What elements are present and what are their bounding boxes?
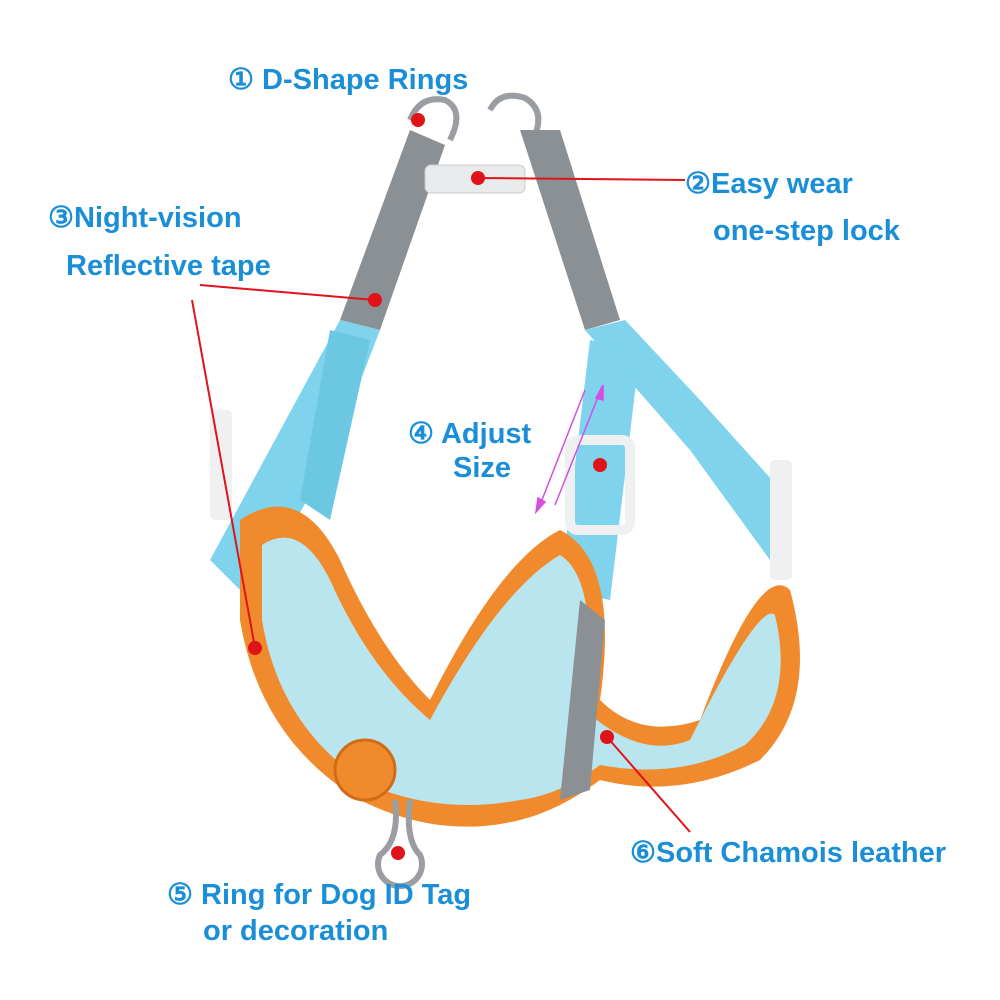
pointer-lines [191,177,691,833]
callout-reflective-line1: ③Night-vision [48,202,242,234]
pointer-dot-reflective [368,293,382,307]
callout-adjust-line2: Size [453,452,512,484]
callout-id-ring-line1: ⑤ Ring for Dog ID Tag [167,879,472,911]
pointer-dot-d-rings [411,113,425,127]
callout-reflective-line2: Reflective tape [66,250,271,282]
callout-adjust-line1: ④ Adjust [408,418,532,450]
d-shape-rings [407,92,542,142]
callout-chamois: ⑥Soft Chamois leather [630,837,947,869]
pointer-dot-reflective-2 [248,641,262,655]
vest-body [240,506,800,890]
pointer-dots [248,113,614,860]
pointer-dot-chamois [600,730,614,744]
pointer-dot-id-ring [391,846,405,860]
callout-easy-wear-line1: ②Easy wear [685,168,853,200]
callout-id-ring-line2: or decoration [203,915,389,947]
pointer-dot-adjust [593,458,607,472]
pointer-dot-lock [471,171,485,185]
callout-easy-wear-line2: one-step lock [713,215,900,247]
callout-d-rings: ① D-Shape Rings [228,64,469,96]
adjust-size-arrows [534,384,604,515]
